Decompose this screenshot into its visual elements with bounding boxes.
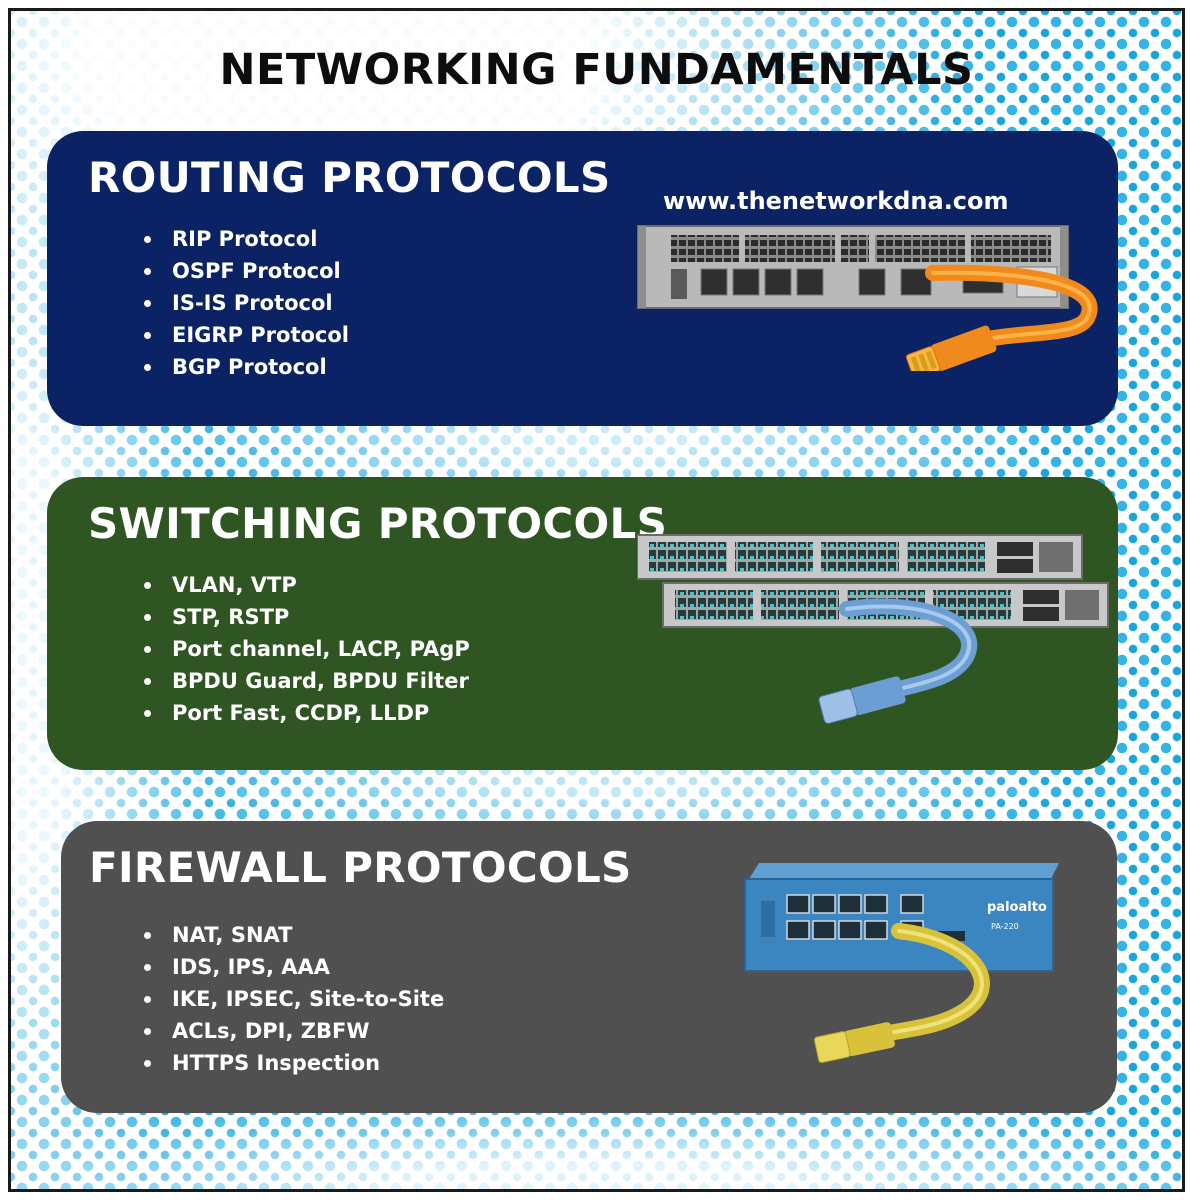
- list-item: NAT, SNAT: [144, 919, 444, 951]
- list-item: IS-IS Protocol: [144, 287, 349, 319]
- list-item: VLAN, VTP: [144, 569, 470, 601]
- switching-panel-title: SWITCHING PROTOCOLS: [88, 499, 668, 548]
- list-item: STP, RSTP: [144, 601, 470, 633]
- list-item: BPDU Guard, BPDU Filter: [144, 665, 470, 697]
- switching-protocol-list: VLAN, VTP STP, RSTP Port channel, LACP, …: [144, 569, 470, 729]
- website-url: www.thenetworkdna.com: [663, 187, 1009, 215]
- list-item: IKE, IPSEC, Site-to-Site: [144, 983, 444, 1015]
- list-item: BGP Protocol: [144, 351, 349, 383]
- list-item: EIGRP Protocol: [144, 319, 349, 351]
- firewall-panel-title: FIREWALL PROTOCOLS: [89, 843, 632, 892]
- switch-image: [637, 534, 1109, 724]
- list-item: Port channel, LACP, PAgP: [144, 633, 470, 665]
- router-image: [637, 225, 1098, 371]
- list-item: HTTPS Inspection: [144, 1047, 444, 1079]
- firewall-protocols-panel: FIREWALL PROTOCOLS NAT, SNAT IDS, IPS, A…: [61, 821, 1117, 1113]
- list-item: ACLs, DPI, ZBFW: [144, 1015, 444, 1047]
- list-item: OSPF Protocol: [144, 255, 349, 287]
- list-item: RIP Protocol: [144, 223, 349, 255]
- routing-protocols-panel: ROUTING PROTOCOLS RIP Protocol OSPF Prot…: [47, 131, 1118, 426]
- list-item: IDS, IPS, AAA: [144, 951, 444, 983]
- routing-protocol-list: RIP Protocol OSPF Protocol IS-IS Protoco…: [144, 223, 349, 383]
- routing-panel-title: ROUTING PROTOCOLS: [88, 153, 611, 202]
- firewall-protocol-list: NAT, SNAT IDS, IPS, AAA IKE, IPSEC, Site…: [144, 919, 444, 1079]
- list-item: Port Fast, CCDP, LLDP: [144, 697, 470, 729]
- infographic-frame: NETWORKING FUNDAMENTALS ROUTING PROTOCOL…: [8, 8, 1185, 1192]
- firewall-model-label: PA-220: [991, 922, 1019, 931]
- firewall-brand-label: paloalto: [987, 900, 1047, 915]
- page-title: NETWORKING FUNDAMENTALS: [219, 45, 974, 95]
- firewall-image: paloalto PA-220: [744, 863, 1059, 1064]
- switching-protocols-panel: SWITCHING PROTOCOLS VLAN, VTP STP, RSTP …: [47, 477, 1118, 770]
